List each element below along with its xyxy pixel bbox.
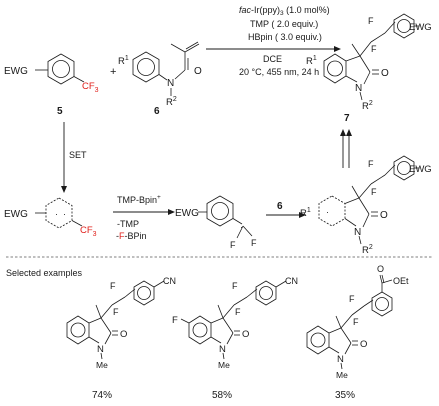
ex3-me-label: Me (336, 370, 348, 380)
yield-ex2: 58% (212, 390, 232, 401)
compound-label-5: 5 (57, 106, 63, 117)
radical-center-dot: · (240, 222, 243, 232)
intermediate-o-label: O (380, 210, 388, 221)
amide-o-label: O (194, 66, 202, 77)
example-1: N O Me F F CN 74% (66, 276, 176, 401)
tmp-bpin-label: TMP-Bpin+ (117, 194, 161, 205)
product-r2-label: R2 (362, 100, 373, 112)
defluorination-arrow: TMP-Bpin+ -TMP -F-BPin (113, 194, 175, 241)
examples-header: Selected examples (6, 268, 83, 278)
compound-label-6: 6 (154, 106, 160, 117)
radical-ewg-label: EWG (175, 208, 199, 219)
product-f1-label: F (368, 16, 374, 26)
intermediate-r1-label: R1 (300, 207, 311, 219)
r1-label: R1 (118, 55, 129, 67)
ex1-f1-label: F (110, 281, 116, 291)
ex3-n-label: N (337, 354, 344, 365)
amide-n-label: N (167, 78, 174, 89)
ex2-f-substituent-label: F (172, 315, 178, 326)
ex1-o-label: O (120, 329, 127, 340)
intermediate-f1-label: F (368, 159, 374, 169)
ex2-f1-label: F (232, 281, 238, 291)
intermediate-radical-dot: · (326, 207, 329, 217)
yield-ex1: 74% (92, 390, 112, 401)
catalyst-text: fac-Ir(ppy)3 (1.0 mol%) (239, 5, 330, 17)
example-2: F N O Me F F CN 58% (172, 276, 298, 401)
minus-tmp-label: -TMP (117, 219, 139, 229)
ex3-oet-label: OEt (393, 276, 409, 286)
intermediate-ewg-label: EWG (409, 164, 432, 175)
cf3-label: CF3 (82, 81, 99, 94)
ex2-n-label: N (219, 344, 226, 355)
set-label: SET (69, 150, 87, 160)
reaction-conditions: fac-Ir(ppy)3 (1.0 mol%) TMP ( 2.0 equiv.… (239, 5, 330, 77)
product-o-label: O (381, 68, 389, 79)
product-n-label: N (355, 83, 362, 94)
anion-dot: · (63, 209, 66, 219)
ex1-f2-label: F (113, 307, 119, 317)
cyclized-radical-intermediate: · R1 N O R2 F F EWG (300, 155, 432, 256)
example-3: N O Me F F O OEt 35% (306, 264, 409, 401)
minus-fbpin-label: -F-BPin (116, 231, 147, 241)
product-ewg-label: EWG (409, 22, 432, 33)
solvent-text: DCE (263, 54, 282, 64)
compound-6: R1 N O R2 6 (118, 41, 202, 117)
compound-label-7: 7 (344, 113, 350, 124)
ex3-ester-o-label: O (377, 264, 384, 274)
oxidation-arrows (340, 129, 352, 168)
product-r1-label: R1 (306, 55, 317, 67)
compound-7: R1 N O R2 F F EWG 7 (306, 13, 432, 124)
plus-sign: + (110, 66, 116, 78)
radical-anion: · · EWG CF3 (4, 197, 97, 238)
ex1-cn-label: CN (163, 276, 176, 286)
intermediate-f2-label: F (371, 187, 377, 197)
ex3-f1-label: F (349, 294, 355, 304)
base-text: TMP ( 2.0 equiv.) (250, 19, 318, 29)
ex3-f2-label: F (353, 317, 359, 327)
radical-f1-label: F (230, 240, 236, 250)
intermediate-r2-label: R2 (362, 244, 373, 256)
ex2-f2-label: F (235, 307, 241, 317)
compound-5: EWG CF3 5 (4, 53, 99, 117)
anion-ewg-label: EWG (4, 209, 28, 220)
conditions-text: 20 °C, 455 nm, 24 h (239, 67, 319, 77)
set-arrow: SET (61, 122, 87, 193)
ex2-me-label: Me (218, 360, 230, 370)
radical-dot: · (55, 209, 58, 219)
ewg-label: EWG (4, 66, 28, 77)
ex2-o-label: O (242, 329, 249, 340)
anion-cf3-label: CF3 (80, 225, 97, 238)
ex1-me-label: Me (96, 360, 108, 370)
intermediate-n-label: N (354, 227, 361, 238)
r2-label: R2 (166, 96, 177, 108)
difluorobenzyl-radical: EWG · F F (175, 195, 257, 250)
product-f2-label: F (371, 44, 377, 54)
ex2-cn-label: CN (285, 276, 298, 286)
add-6-label: 6 (277, 201, 283, 212)
main-reaction-arrow (206, 46, 341, 52)
ex3-o-label: O (360, 339, 367, 350)
borane-text: HBpin ( 3.0 equiv.) (248, 32, 322, 42)
ex1-n-label: N (97, 344, 104, 355)
addition-arrow: 6 (266, 201, 306, 218)
radical-f2-label: F (251, 238, 257, 248)
yield-ex3: 35% (335, 390, 355, 401)
